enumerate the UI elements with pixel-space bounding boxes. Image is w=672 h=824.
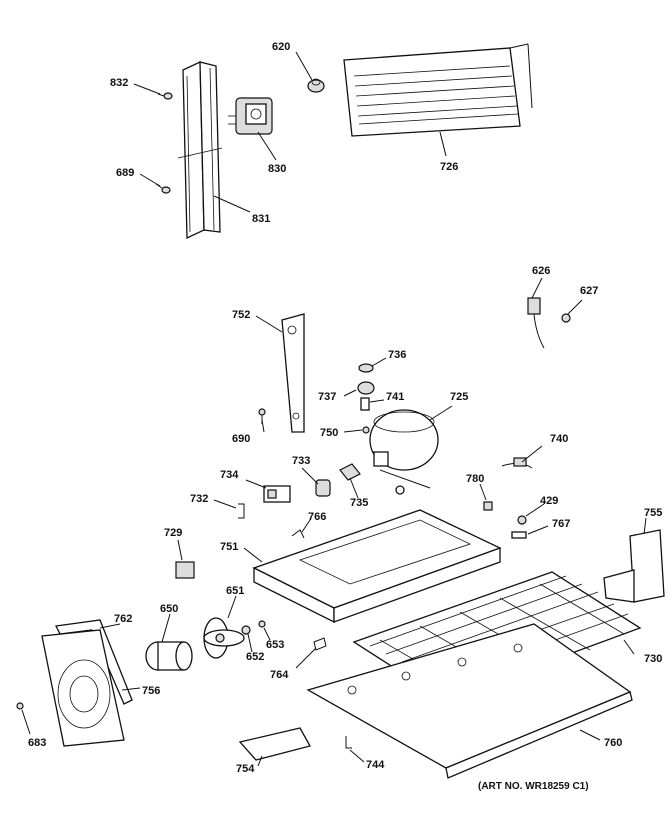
label-690: 690 [232,433,250,445]
label-429: 429 [540,495,558,507]
label-653: 653 [266,639,284,651]
label-830: 830 [268,163,286,175]
label-741: 741 [386,391,404,403]
label-729: 729 [164,527,182,539]
label-755: 755 [644,507,662,519]
part-832-screw [157,92,173,100]
part-620-plug [307,78,325,93]
part-652-washer [241,625,251,635]
label-752: 752 [232,309,250,321]
part-651-fan-blade [203,617,245,659]
part-740-tube [501,457,533,469]
label-651: 651 [226,585,244,597]
part-752-bracket [281,313,305,433]
label-744: 744 [366,759,385,771]
label-740: 740 [550,433,568,445]
label-766: 766 [308,511,326,523]
label-764: 764 [270,669,289,681]
leader-lines [21,51,647,767]
part-653-nut [258,620,266,628]
label-760: 760 [604,737,622,749]
label-620: 620 [272,41,290,53]
part-764-clip [313,637,327,651]
label-737: 737 [318,391,336,403]
part-735-bracket [339,463,361,481]
part-732-clip [238,503,245,519]
label-831: 831 [252,213,270,225]
part-627-screw [561,313,571,323]
label-780: 780 [466,473,484,485]
label-627: 627 [580,285,598,297]
label-725: 725 [450,391,468,403]
label-683: 683 [28,737,46,749]
label-732: 732 [190,493,208,505]
part-726-condenser [343,43,533,137]
label-750: 750 [320,427,338,439]
part-736-grommet [358,363,374,373]
label-762: 762 [114,613,132,625]
part-831-channel [177,60,223,240]
part-690-screw [258,408,266,424]
label-652: 652 [246,651,264,663]
art-number: (ART NO. WR18259 C1) [478,781,589,792]
part-741-sleeve [360,397,370,411]
label-734: 734 [220,469,239,481]
label-626: 626 [532,265,550,277]
label-736: 736 [388,349,406,361]
part-429-screw [517,515,527,525]
part-780-cap [483,501,493,511]
part-755-bracket [603,529,665,603]
part-754-baffle [238,727,311,761]
label-730: 730 [644,653,662,665]
part-725-compressor [369,409,439,495]
part-733-relay [315,479,331,497]
label-726: 726 [440,161,458,173]
label-735: 735 [350,497,368,509]
part-750-clip [362,426,370,434]
part-767-clamp [511,531,527,539]
part-729-capacitor [175,561,195,579]
part-683-screw [16,702,24,710]
part-766-clip [291,529,305,539]
label-832: 832 [110,77,128,89]
label-733: 733 [292,455,310,467]
label-751: 751 [220,541,238,553]
label-650: 650 [160,603,178,615]
part-626-cord [527,297,545,349]
part-756-shroud [41,629,125,747]
part-760-drain-pan [306,623,633,779]
part-734-overload [263,485,291,503]
part-737-grommet [357,381,375,395]
part-689-screw [155,183,171,194]
part-labels: 620 832 830 726 689 831 626 627 752 736 … [28,41,662,775]
part-830-bracket [228,97,273,135]
label-754: 754 [236,763,255,775]
label-756: 756 [142,685,160,697]
part-744-clip [345,736,352,749]
part-650-fan-motor [145,641,193,671]
part-751-base-pan [252,509,502,624]
label-767: 767 [552,518,570,530]
label-689: 689 [116,167,134,179]
